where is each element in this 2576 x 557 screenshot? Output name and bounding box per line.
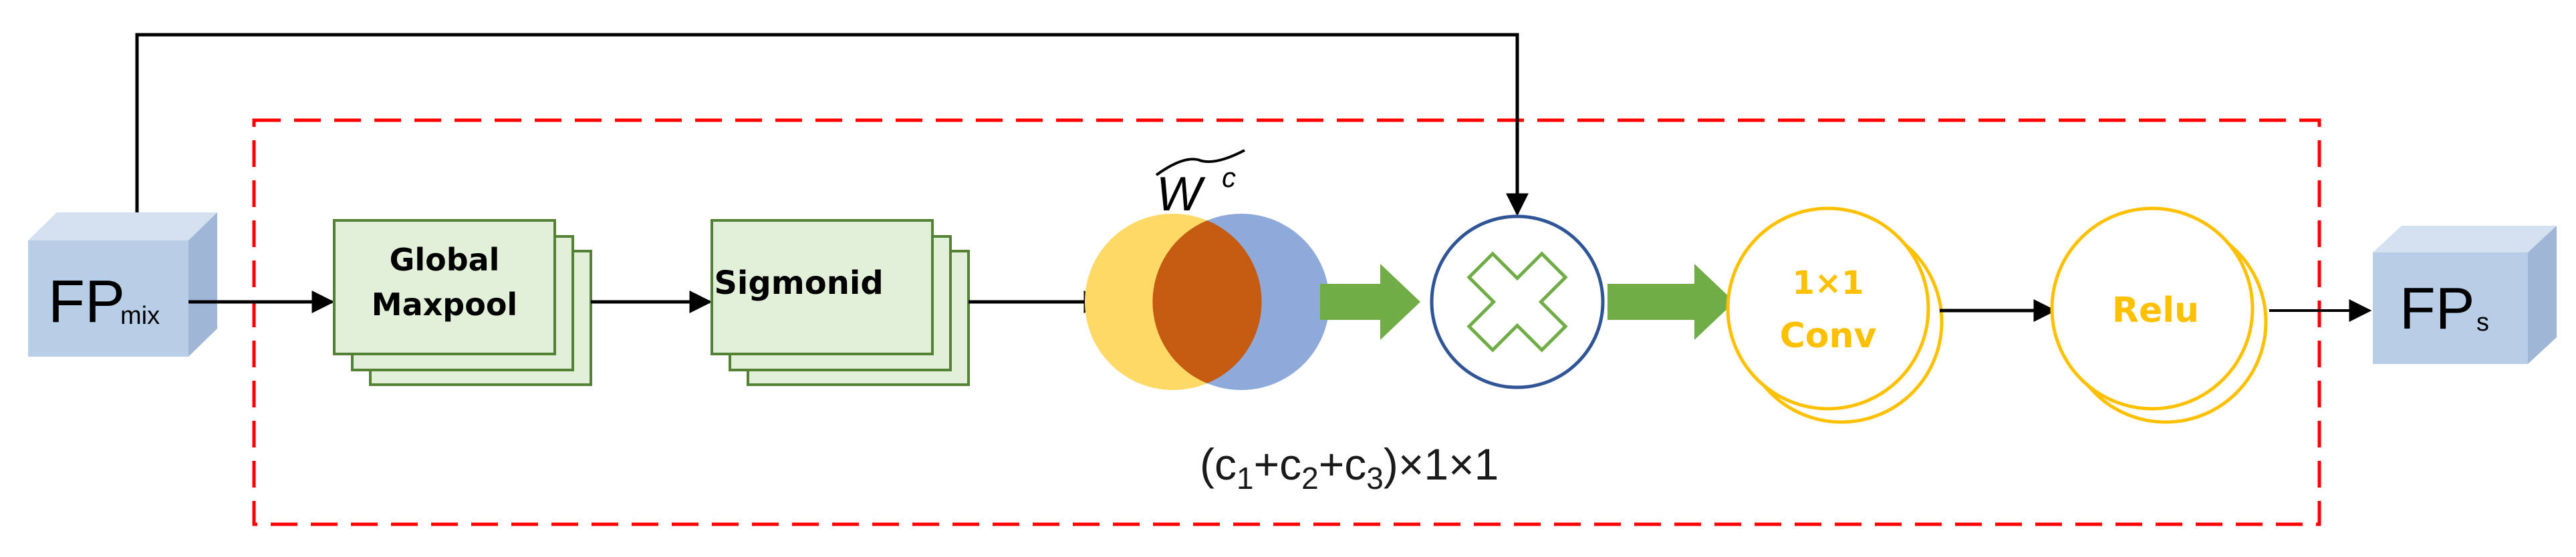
dimension-open: (c	[1200, 439, 1237, 489]
relu-label: Relu	[2112, 291, 2199, 331]
module-boundary-dashed-box	[252, 118, 2321, 526]
conv-label-line2: Conv	[1780, 316, 1877, 356]
output-feature-cube: FP s	[2373, 226, 2557, 364]
weight-symbol-superscript: c	[1222, 162, 1236, 193]
input-feature-cube: FP mix	[28, 212, 217, 357]
wide-hat-accent	[1155, 149, 1245, 176]
maxpool-label-line1: Global	[390, 242, 500, 278]
green-arrow-to-multiply	[1320, 264, 1420, 340]
channel-weight-symbol: W c	[1155, 149, 1245, 221]
dimension-sub-3: 3	[1366, 461, 1384, 496]
green-arrow-to-conv	[1607, 264, 1734, 340]
channel-weights-venn	[1085, 214, 1329, 390]
dimension-tail: )×1×1	[1384, 439, 1499, 489]
global-maxpool-block: Global Maxpool	[333, 219, 592, 386]
dimension-sub-2: 2	[1301, 461, 1319, 496]
output-label-sub: s	[2476, 309, 2489, 337]
dimension-sub-1: 1	[1237, 461, 1254, 496]
conv-label-line1: 1×1	[1792, 264, 1863, 302]
dimension-plus-1: +c	[1254, 439, 1302, 489]
maxpool-label-line2: Maxpool	[372, 287, 517, 323]
venn-overlap	[1152, 220, 1262, 383]
input-label-main: FP	[48, 268, 125, 335]
sigmoid-label: Sigmonid	[714, 264, 883, 302]
multiply-node	[1430, 214, 1605, 389]
output-label-main: FP	[2400, 275, 2474, 341]
multiply-icon	[1466, 251, 1568, 353]
input-label-sub: mix	[120, 302, 160, 330]
weight-symbol-base: W	[1156, 168, 1206, 221]
conv-node: 1×1 Conv	[1726, 206, 1944, 424]
skip-connection-arrow	[135, 33, 1529, 220]
relu-node: Relu	[2050, 206, 2268, 424]
dimension-label: (c1+c2+c3)×1×1	[1200, 439, 1499, 496]
sigmoid-block: Sigmonid	[711, 219, 970, 386]
dimension-plus-2: +c	[1319, 439, 1367, 489]
